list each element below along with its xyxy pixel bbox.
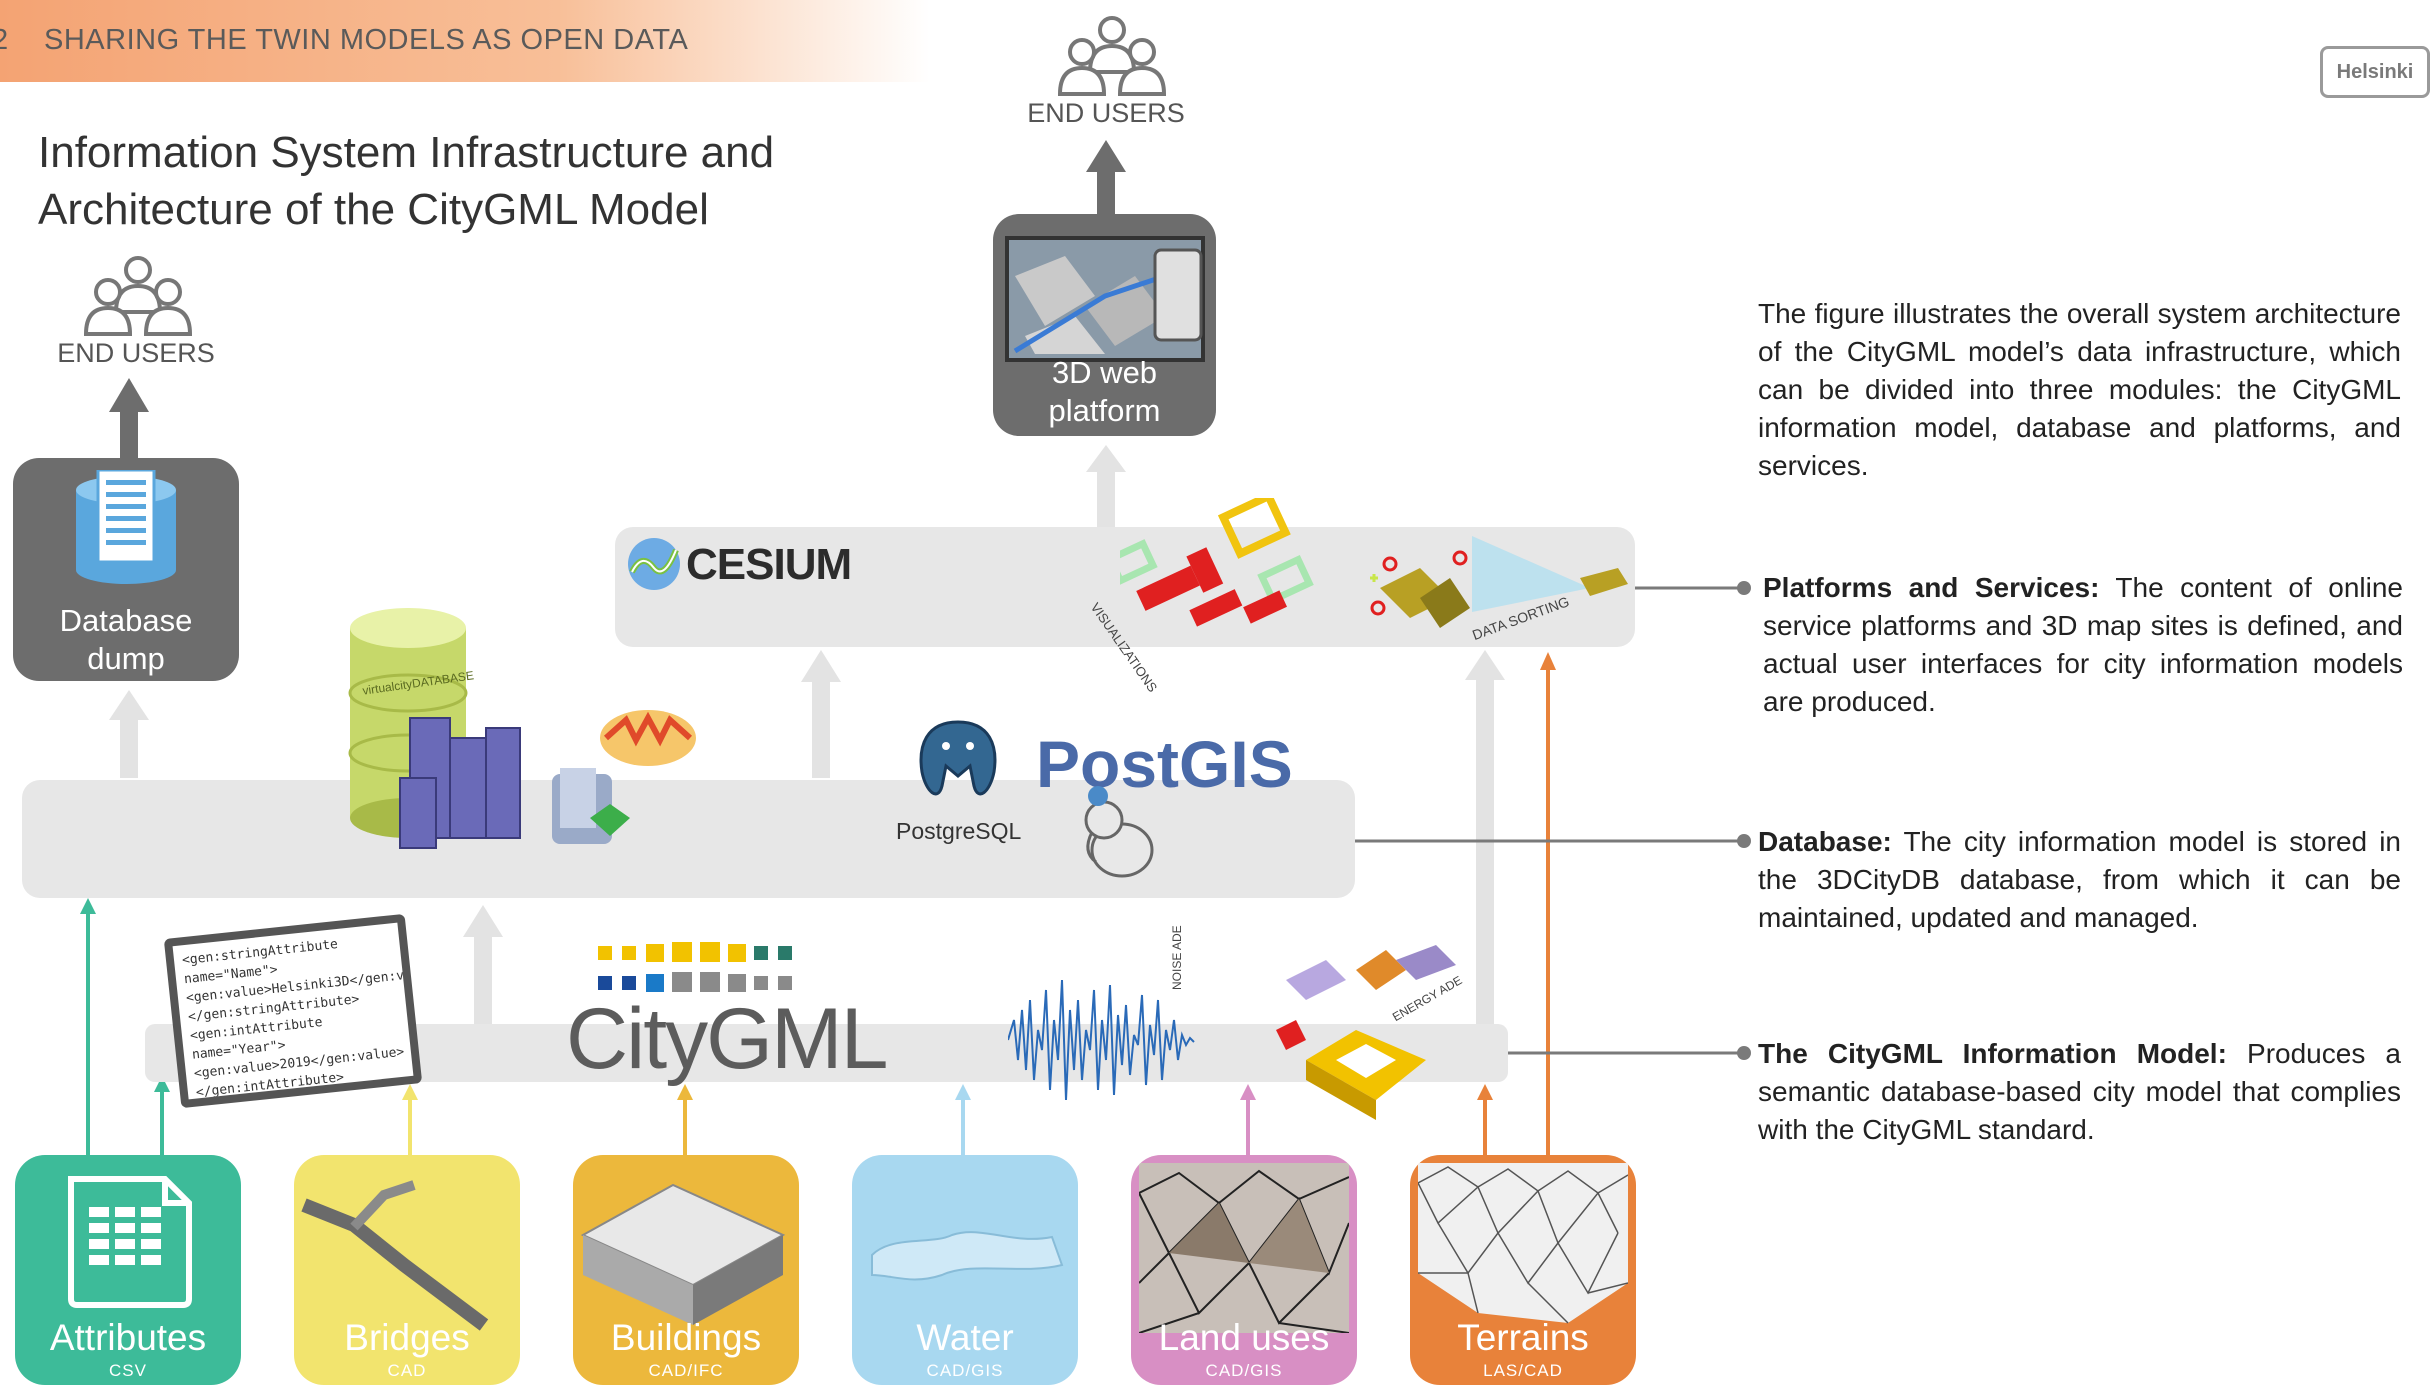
end-users-top-icon [1057, 16, 1167, 96]
citygml-logo-text: CityGML [566, 991, 888, 1087]
platforms-layer [615, 527, 1635, 647]
source-buildings: Buildings CAD/IFC [573, 1155, 799, 1385]
source-land-uses-sub: CAD/GIS [1205, 1361, 1283, 1380]
page-title-line2: Architecture of the CityGML Model [38, 185, 709, 234]
helsinki-logo: Helsinki [2320, 46, 2430, 98]
terrain-mesh-icon [1418, 1163, 1628, 1324]
web-platform-line1: 3D web [1051, 355, 1158, 390]
water-model-icon [871, 1231, 1064, 1281]
source-attributes: Attributes CSV [15, 1155, 241, 1385]
source-land-uses-title: Land uses [1158, 1317, 1330, 1358]
arrow-citygml-to-db [463, 905, 503, 1025]
building-model-icon [580, 1183, 786, 1325]
arrow-citygml-to-data-sorting [1465, 650, 1505, 1028]
arrow-to-end-users-left [109, 378, 149, 460]
postgis-elephant-icon [1084, 786, 1154, 878]
web-platform-box: 3D web platform [993, 214, 1216, 436]
cesium-logo-icon [628, 538, 680, 590]
web-platform-line2: platform [1048, 393, 1161, 428]
source-bridges: Bridges CAD [294, 1155, 520, 1385]
web-platform-screenshot-icon [1005, 236, 1205, 362]
citygml-text: Produces a semantic database-based city … [1758, 1038, 2402, 1145]
bridge-model-icon [301, 1180, 489, 1331]
citygml-heading: The CityGML Information Model: [1758, 1038, 2227, 1069]
arrow-terrains [1477, 652, 1556, 1158]
section-banner [0, 0, 930, 82]
citygml-code-panel: <gen:stringAttribute name="Name"> <gen:v… [163, 913, 423, 1109]
source-water-sub: CAD/GIS [926, 1361, 1004, 1380]
source-water: Water CAD/GIS [852, 1155, 1078, 1385]
land-use-mesh-icon [1139, 1163, 1349, 1333]
postgis-label: PostGIS [1036, 727, 1293, 801]
connector-citygml [1508, 1046, 1751, 1060]
postgresql-elephant-icon [919, 720, 997, 796]
source-terrains-title: Terrains [1457, 1317, 1589, 1358]
database-cylinder-icon [76, 470, 176, 584]
page-title: Information System Infrastructure and Ar… [38, 124, 774, 238]
intro-paragraph: The figure illustrates the overall syste… [1758, 298, 2401, 481]
3dcitydb-tool-icon [552, 768, 630, 844]
source-buildings-sub: CAD/IFC [648, 1361, 724, 1380]
fme-logo-icon [600, 710, 696, 766]
citygml-logo-squares [598, 942, 792, 992]
arrow-to-end-users-top [1086, 140, 1126, 216]
database-dump-box: Database dump [13, 458, 239, 681]
arrow-platform-to-web [1086, 445, 1126, 528]
database-heading: Database: [1758, 826, 1892, 857]
end-users-left-label: END USERS [57, 338, 215, 368]
arrow-db-to-cesium [801, 650, 841, 778]
platforms-paragraph: Platforms and Services: The content of o… [1763, 569, 2403, 721]
source-attributes-title: Attributes [49, 1317, 207, 1358]
database-text: The city information model is stored in … [1758, 826, 2401, 933]
database-dump-line2: dump [87, 641, 165, 676]
section-number: 2 [0, 24, 9, 56]
database-dump-line1: Database [59, 603, 193, 638]
arrow-bridges [402, 1084, 418, 1158]
source-land-uses: Land uses CAD/GIS [1131, 1155, 1357, 1385]
source-terrains: Terrains LAS/CAD [1410, 1155, 1636, 1385]
connector-platforms [1635, 581, 1751, 595]
data-sorting-graphic [1370, 536, 1628, 628]
arrow-water [955, 1084, 971, 1158]
arrow-attributes-to-db [80, 898, 170, 1158]
citygml-paragraph: The CityGML Information Model: Produces … [1758, 1035, 2401, 1149]
visualizations-graphic [1120, 498, 1314, 627]
noise-ade-label: NOISE ADE [1170, 925, 1184, 990]
arrow-land-uses [1240, 1084, 1256, 1158]
database-paragraph: Database: The city information model is … [1758, 823, 2401, 937]
platforms-text: The content of online service platforms … [1763, 572, 2403, 717]
source-buildings-title: Buildings [610, 1317, 762, 1358]
source-bridges-title: Bridges [344, 1317, 470, 1358]
source-terrains-sub: LAS/CAD [1483, 1361, 1563, 1380]
source-bridges-sub: CAD [387, 1361, 427, 1380]
page-title-line1: Information System Infrastructure and [38, 128, 775, 177]
energy-ade-graphic [1276, 945, 1456, 1120]
arrow-buildings [677, 1084, 693, 1158]
end-users-top-label: END USERS [1027, 98, 1185, 128]
end-users-left-icon [83, 256, 193, 336]
spreadsheet-icon [68, 1176, 192, 1308]
source-attributes-sub: CSV [109, 1361, 147, 1380]
citygml-code-content: <gen:stringAttribute name="Name"> <gen:v… [172, 922, 414, 1100]
connector-database [1355, 834, 1751, 848]
arrow-db-to-dump [109, 690, 149, 778]
section-title: SHARING THE TWIN MODELS AS OPEN DATA [44, 24, 689, 56]
source-water-title: Water [916, 1317, 1014, 1358]
postgresql-label: PostgreSQL [896, 818, 1022, 844]
noise-ade-waveform [1008, 979, 1195, 1101]
platforms-heading: Platforms and Services: [1763, 572, 2100, 603]
virtualcity-database-icon [348, 608, 521, 849]
cesium-logo-text: CESIUM [686, 540, 852, 589]
